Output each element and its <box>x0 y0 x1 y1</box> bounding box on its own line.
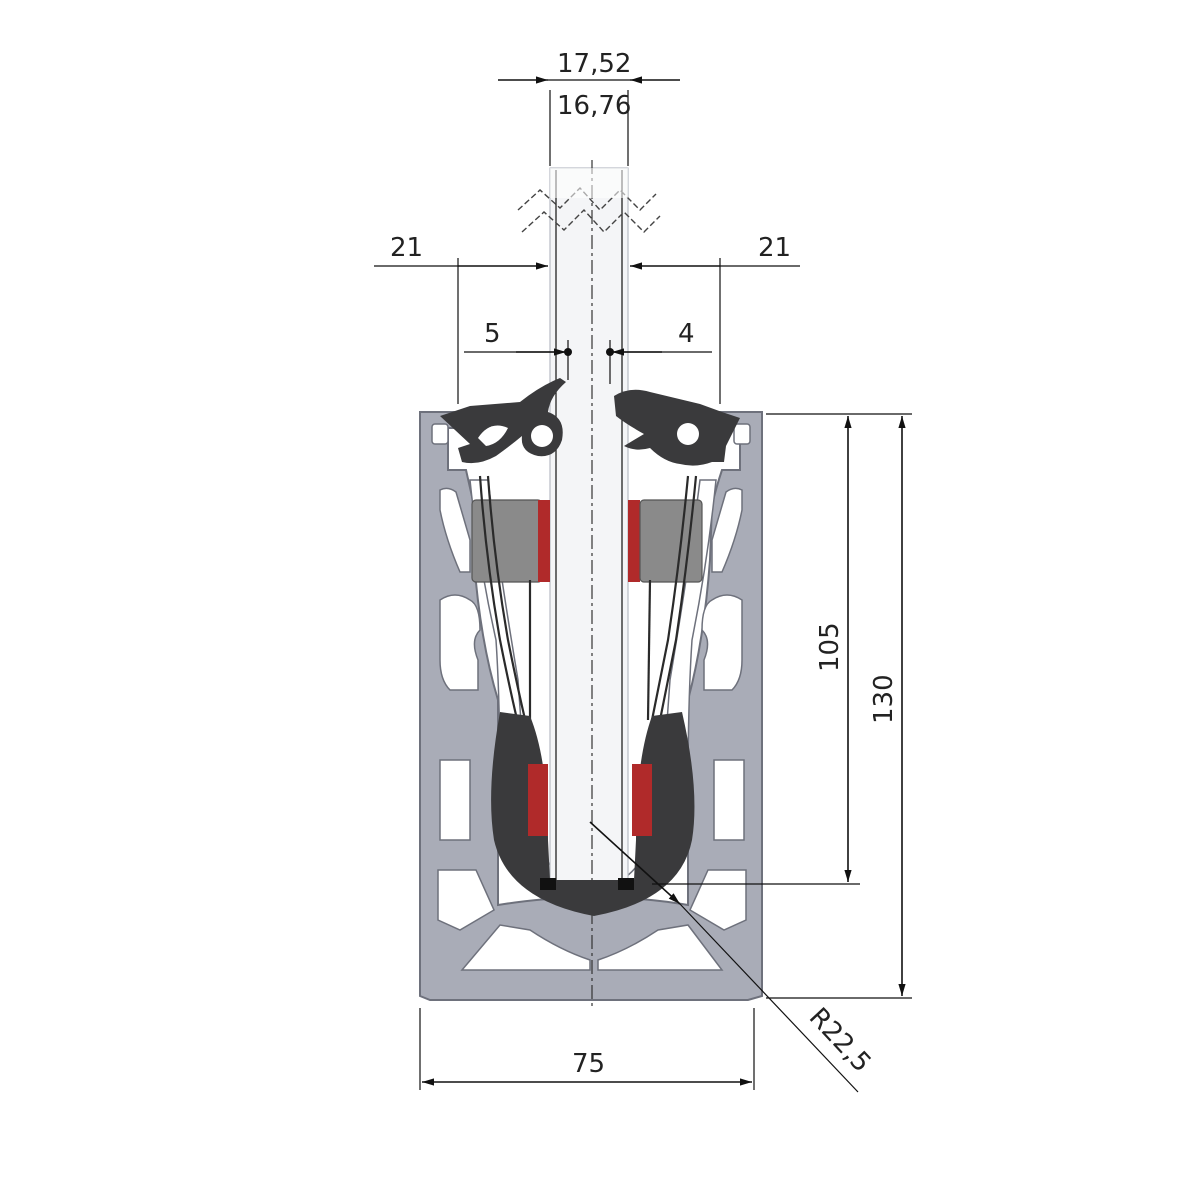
top-gasket-right <box>614 389 740 466</box>
right-wall-cutouts <box>597 423 751 971</box>
dim-glass-min: 16,76 <box>557 91 631 121</box>
dim-left-inner: 5 <box>484 319 501 349</box>
dimensions: 17,52 16,76 21 21 5 4 105 130 <box>374 49 912 1093</box>
dim-right-inner: 4 <box>678 319 695 349</box>
cables <box>478 475 698 741</box>
left-wall-cutouts <box>431 423 591 971</box>
dim-total-width: 75 <box>572 1049 605 1079</box>
aluminium-profile <box>419 411 763 1001</box>
dim-left-top: 21 <box>390 233 423 263</box>
break-lines <box>517 186 661 234</box>
shim-block-left <box>471 499 550 583</box>
shim-block-right <box>628 499 703 583</box>
top-gasket-left <box>440 378 566 464</box>
dim-glass-max: 17,52 <box>557 49 631 79</box>
dim-inner-depth: 105 <box>815 622 845 672</box>
dim-bottom-radius: R22,5 <box>803 1002 877 1078</box>
bottom-u-gasket <box>491 712 695 916</box>
dim-total-height: 130 <box>869 674 899 724</box>
dim-right-top: 21 <box>758 233 791 263</box>
